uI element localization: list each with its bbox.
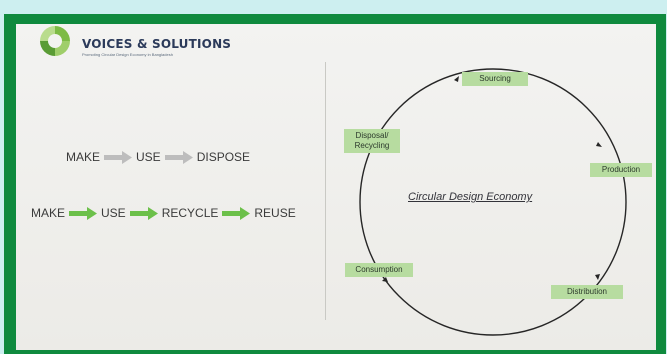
flow-step-use: USE [101,206,126,220]
brand-title: VOICES & SOLUTIONS [82,37,232,51]
green-arrow-icon [129,206,158,220]
cycle-ring [359,68,627,336]
flow-step-make: MAKE [31,206,66,220]
stage-consumption: Consumption [345,263,413,277]
flow-step-reuse: REUSE [254,206,296,220]
flow-step-recycle: RECYCLE [161,206,219,220]
linear-economy-flow: MAKE USE DISPOSE [66,150,250,164]
flow-step-use: USE [136,150,161,164]
circular-economy-flow: MAKE USE RECYCLE REUSE [31,206,296,220]
stage-sourcing: Sourcing [462,72,528,86]
cycle-diagram [359,68,627,336]
gray-arrow-icon [164,150,193,164]
logo-icon [40,26,70,56]
green-arrow-icon [69,206,98,220]
cycle-center-label: Circular Design Economy [408,191,533,203]
slide [16,24,656,350]
stage-disposal-recycling: Disposal/Recycling [344,129,400,153]
vertical-divider [325,62,326,320]
brand-subtitle: Promoting Circular Design Economy in Ban… [82,52,173,57]
cycle-arrowhead-icon [454,76,459,82]
cycle-arrowhead-icon [596,142,602,147]
flow-step-make: MAKE [66,150,101,164]
stage-production: Production [590,163,652,177]
cycle-arrowhead-icon [382,277,388,282]
green-arrow-icon [222,206,251,220]
flow-step-dispose: DISPOSE [196,150,251,164]
cycle-arrowhead-icon [595,274,600,280]
stage-distribution: Distribution [551,285,623,299]
gray-arrow-icon [104,150,133,164]
